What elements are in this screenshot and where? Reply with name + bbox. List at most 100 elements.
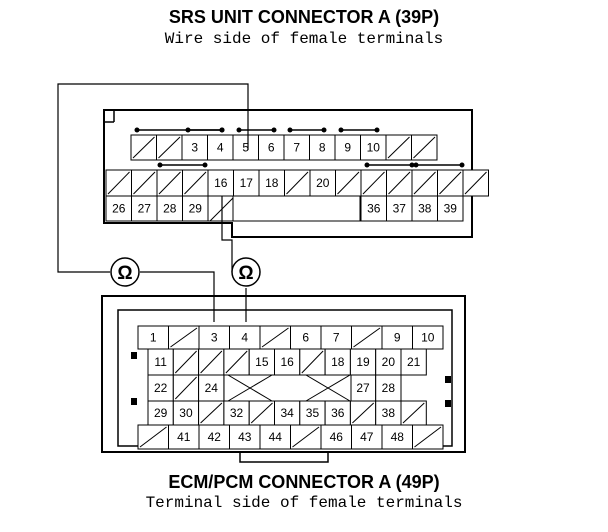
shorting-bar-end: [459, 162, 465, 168]
ecm-terminal-label: 1: [150, 331, 157, 345]
ecm-unused-slash: [170, 327, 198, 348]
srs-unused-slash: [158, 171, 181, 195]
ecm-terminal-label: 43: [238, 430, 252, 444]
srs-terminal-label: 26: [112, 202, 126, 216]
srs-terminal-38: [411, 195, 438, 222]
ecm-terminal-20: [375, 348, 402, 376]
shorting-bar-end: [409, 162, 415, 168]
ohmmeter-2: [231, 257, 261, 287]
ecm-unused-slash: [301, 350, 324, 374]
shorting-bar-end: [364, 162, 370, 168]
srs-terminal-label: 27: [138, 202, 152, 216]
srs-terminal-10: [360, 134, 387, 161]
ecm-terminal-label: 41: [177, 430, 191, 444]
srs-unused-slash: [413, 171, 436, 195]
srs-terminal-label: 8: [319, 141, 326, 155]
ecm-terminal-34: [274, 400, 301, 426]
srs-terminal-label: 16: [214, 176, 228, 190]
ecm-terminal-label: 15: [255, 355, 269, 369]
srs-terminal-label: 9: [344, 141, 351, 155]
srs-terminal-grid: 34567891016171820262728293136373839: [105, 127, 489, 222]
ecm-lock-slot-left-1: [131, 352, 137, 359]
ecm-lock-slot-right-1: [445, 376, 451, 383]
ecm-terminal-15: [248, 348, 275, 376]
srs-unused-slash: [107, 171, 130, 195]
shorting-bar-end: [413, 162, 419, 168]
srs-terminal-27: [131, 195, 158, 222]
srs-terminal-label: 10: [367, 141, 381, 155]
srs-terminal-36: [360, 195, 387, 222]
ecm-terminal-label: 10: [421, 331, 435, 345]
shorting-bar-end: [185, 127, 191, 133]
shorting-bar-end: [338, 127, 344, 133]
srs-unused-slash: [388, 171, 411, 195]
ecm-key-tab: [239, 452, 329, 463]
srs-terminal-5: [232, 134, 259, 161]
ecm-terminal-label: 36: [331, 406, 345, 420]
ecm-terminal-grid: 1346791011151618192021222425262728293032…: [137, 325, 444, 450]
ecm-terminal-43: [229, 424, 261, 450]
ecm-terminal-30: [172, 400, 200, 426]
ohmmeter-1-symbol: Ω: [117, 263, 132, 284]
srs-unused-slash: [286, 171, 309, 195]
ecm-unused-slash: [261, 327, 289, 348]
srs-terminal-label: 5: [242, 141, 249, 155]
shorting-bar-end: [202, 162, 208, 168]
ecm-terminal-47: [351, 424, 383, 450]
srs-terminal-label: 7: [293, 141, 300, 155]
ecm-terminal-label: 20: [382, 355, 396, 369]
ecm-lock-slot-left-2: [131, 398, 137, 405]
ecm-terminal-label: 18: [331, 355, 345, 369]
srs-terminal-26: [105, 195, 132, 222]
lead-meter-1-to-ecm-3: [140, 271, 215, 322]
ecm-terminal-10: [412, 325, 444, 350]
srs-terminal-16: [207, 169, 234, 197]
srs-unused-slash: [337, 171, 360, 195]
ecm-terminal-label: 47: [360, 430, 374, 444]
shorting-bar-end: [157, 162, 163, 168]
srs-unused-slash: [387, 136, 410, 159]
ecm-terminal-label: 3: [211, 331, 218, 345]
ecm-unused-slash: [250, 402, 273, 424]
ecm-terminal-46: [320, 424, 352, 450]
srs-terminal-label: 29: [189, 202, 203, 216]
shorting-bar-end: [134, 127, 140, 133]
ecm-lock-slot-right-2: [445, 400, 451, 407]
srs-connector-title: SRS UNIT CONNECTOR A (39P): [168, 7, 440, 27]
srs-connector-housing: [103, 109, 473, 238]
srs-unused-slash: [413, 136, 436, 159]
ecm-crossed-block: [223, 374, 352, 402]
ecm-terminal-label: 7: [333, 331, 340, 345]
srs-terminal-8: [309, 134, 336, 161]
srs-terminal-7: [283, 134, 310, 161]
srs-terminal-3: [181, 134, 208, 161]
ecm-terminal-label: 46: [330, 430, 344, 444]
srs-terminal-28: [156, 195, 183, 222]
srs-terminal-blank: [207, 195, 234, 222]
srs-terminal-label: 37: [393, 202, 407, 216]
srs-terminal-label: 18: [265, 176, 279, 190]
srs-connector-subtitle: Wire side of female terminals: [164, 30, 444, 48]
ecm-terminal-19: [349, 348, 377, 376]
srs-terminal-label: 20: [316, 176, 330, 190]
ecm-unused-slash: [402, 402, 425, 424]
ecm-cross-line: [305, 374, 351, 402]
shorting-bar-end: [271, 127, 277, 133]
shorting-bar-end: [219, 127, 225, 133]
ecm-terminal-41: [168, 424, 200, 450]
ecm-terminal-label: 44: [269, 430, 283, 444]
ecm-cross-line: [227, 374, 273, 402]
srs-unused-slash: [158, 136, 181, 159]
srs-terminal-label: 4: [217, 141, 224, 155]
srs-unused-slash: [362, 171, 385, 195]
ecm-terminal-22: [147, 374, 174, 402]
ecm-terminal-label: 29: [154, 406, 168, 420]
shorting-bar-end: [374, 127, 380, 133]
ecm-terminal-label: 16: [280, 355, 294, 369]
ecm-terminal-label: 21: [407, 355, 421, 369]
ecm-terminal-24: [198, 374, 225, 402]
ecm-terminal-label: 4: [241, 331, 248, 345]
ecm-connector-subtitle: Terminal side of female terminals: [145, 494, 463, 512]
